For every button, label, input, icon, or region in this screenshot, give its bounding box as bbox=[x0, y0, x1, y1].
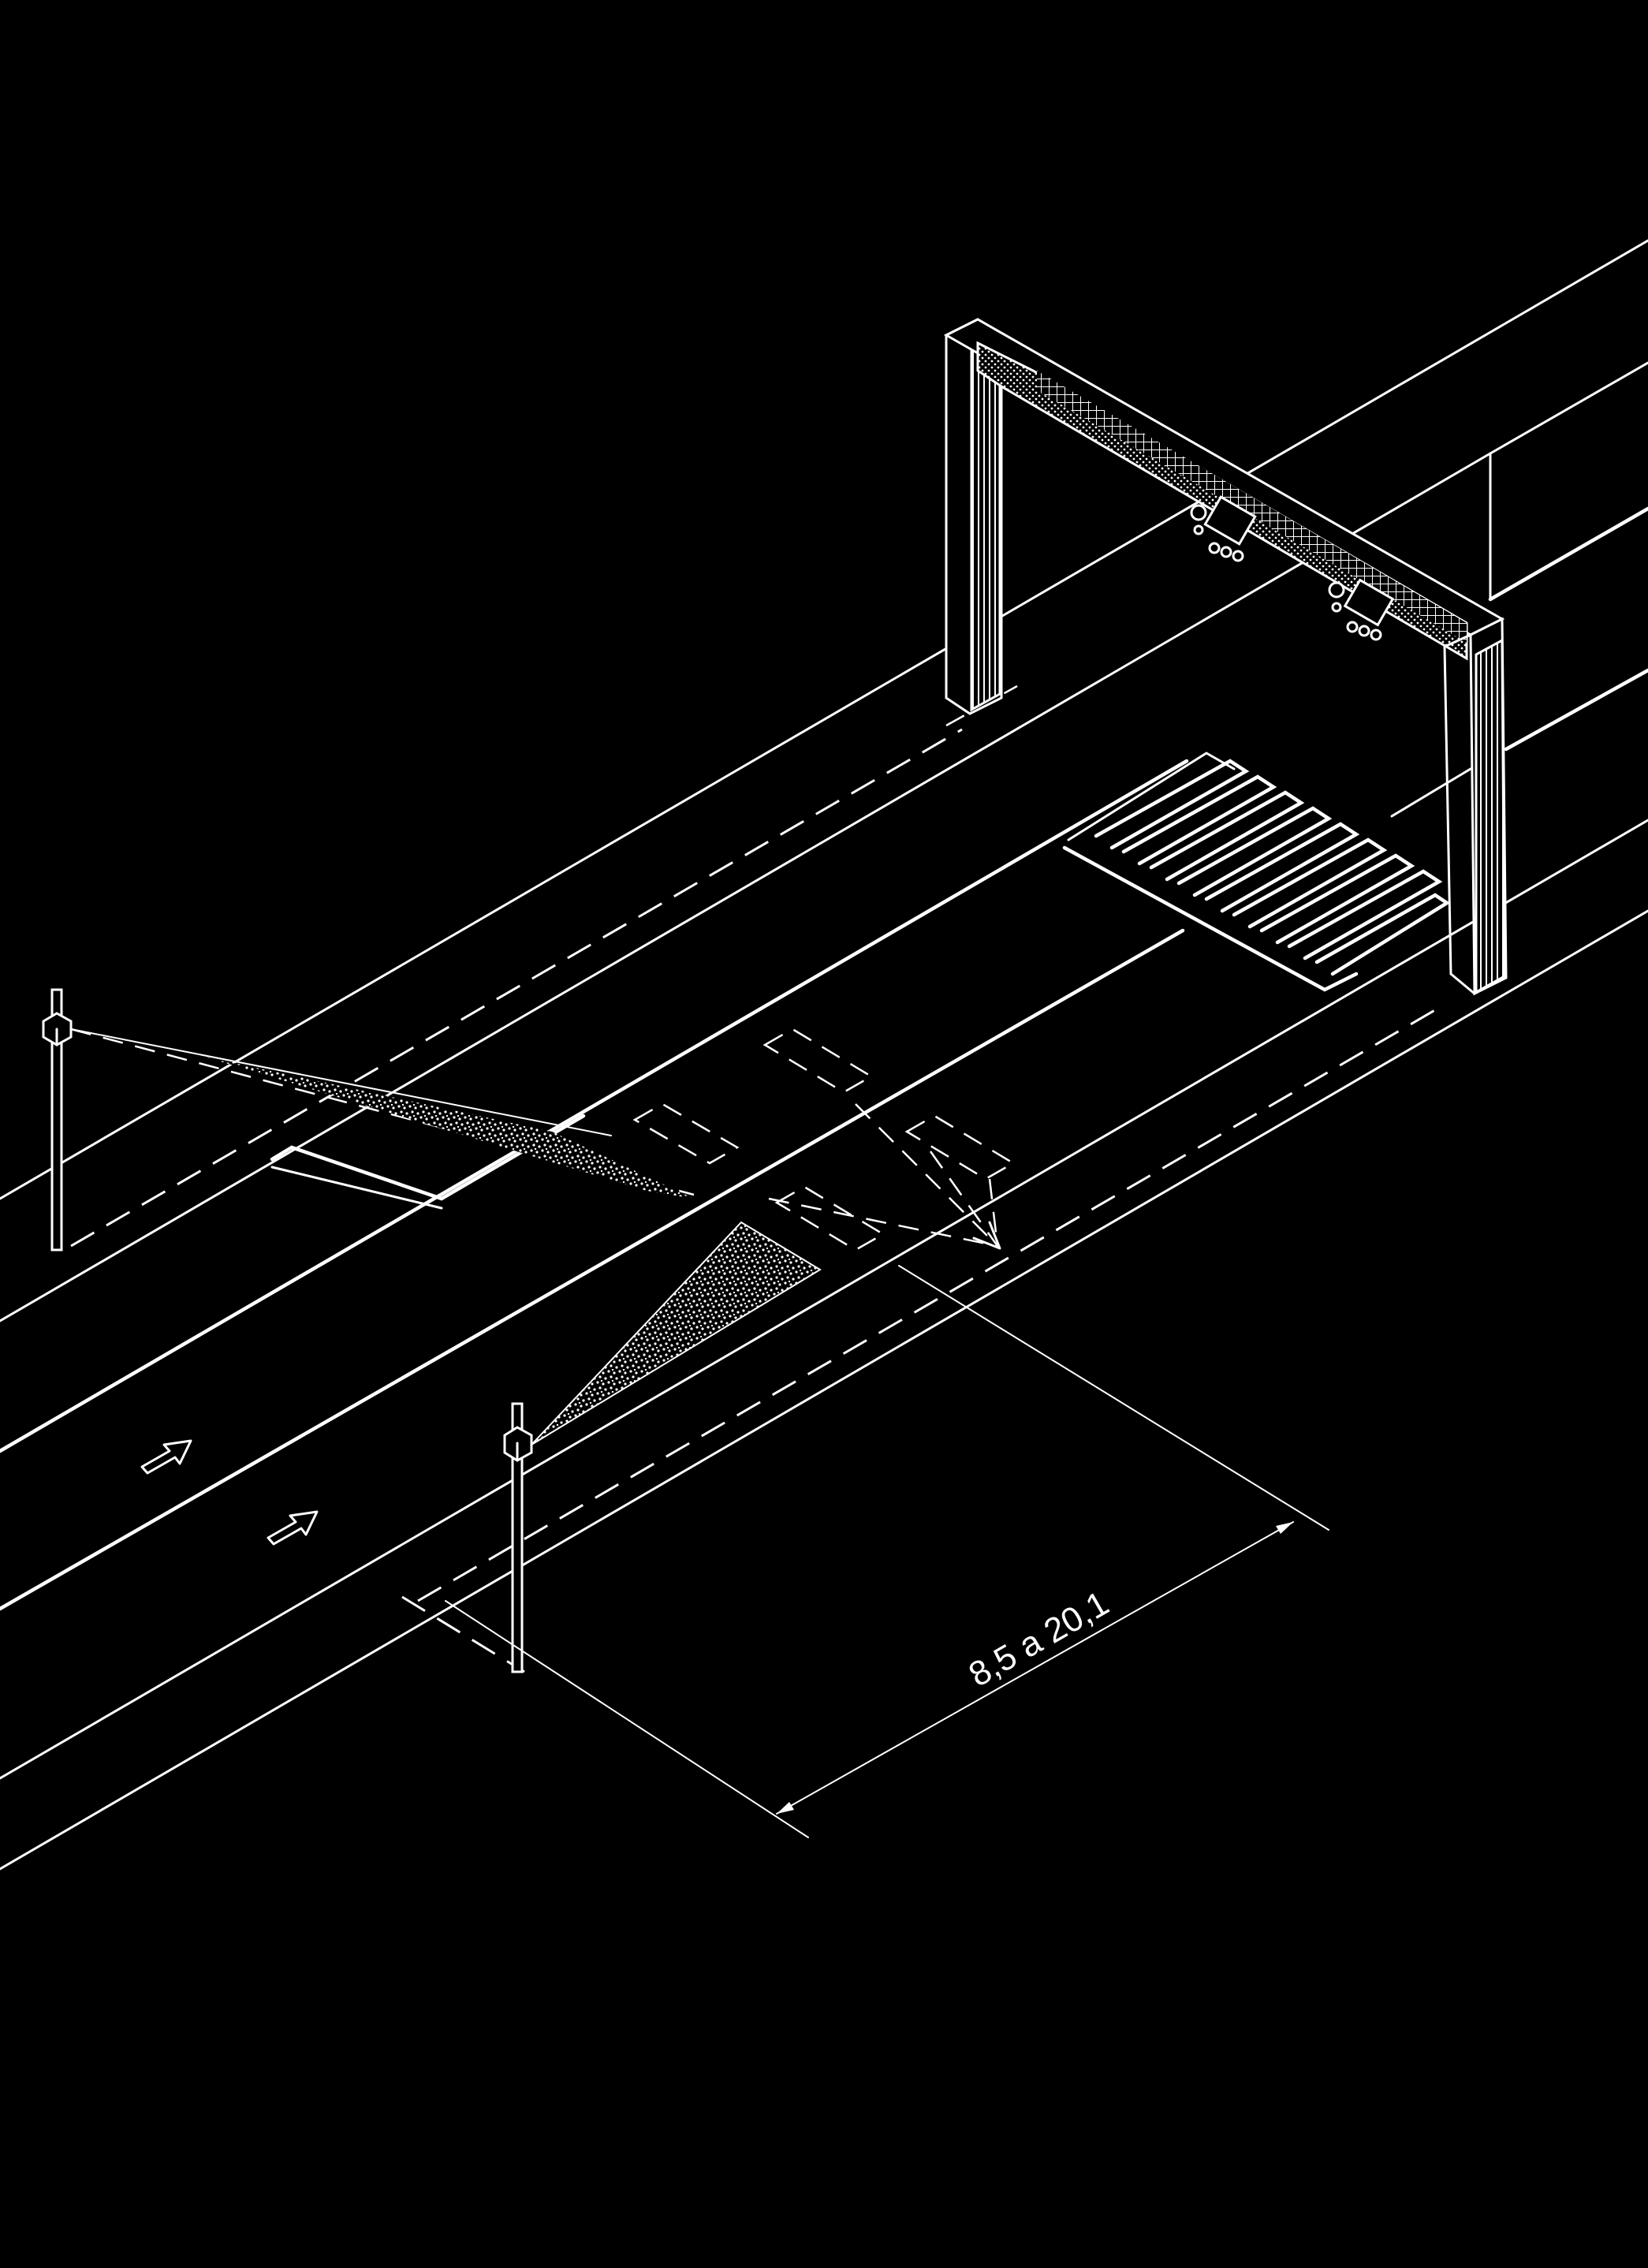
direction-arrow-icon bbox=[140, 1439, 192, 1475]
detection-rays bbox=[768, 1103, 1001, 1250]
traffic-direction-arrows bbox=[140, 1439, 319, 1546]
direction-arrow-icon bbox=[267, 1510, 319, 1546]
dimension-annotation: 8,5 a 20,1 bbox=[445, 1265, 1329, 1838]
sensor-zones bbox=[632, 1028, 1016, 1252]
dashed-lane-markings bbox=[70, 685, 1444, 1673]
camera-pole-left bbox=[42, 988, 695, 1252]
road-edges bbox=[0, 239, 1648, 1871]
camera-pole-right bbox=[503, 1221, 822, 1673]
weigh-in-motion-pad bbox=[1062, 752, 1451, 992]
lay-by-notch bbox=[270, 1113, 586, 1201]
gantry-structure bbox=[943, 318, 1508, 996]
dimension-label: 8,5 a 20,1 bbox=[963, 1583, 1116, 1694]
